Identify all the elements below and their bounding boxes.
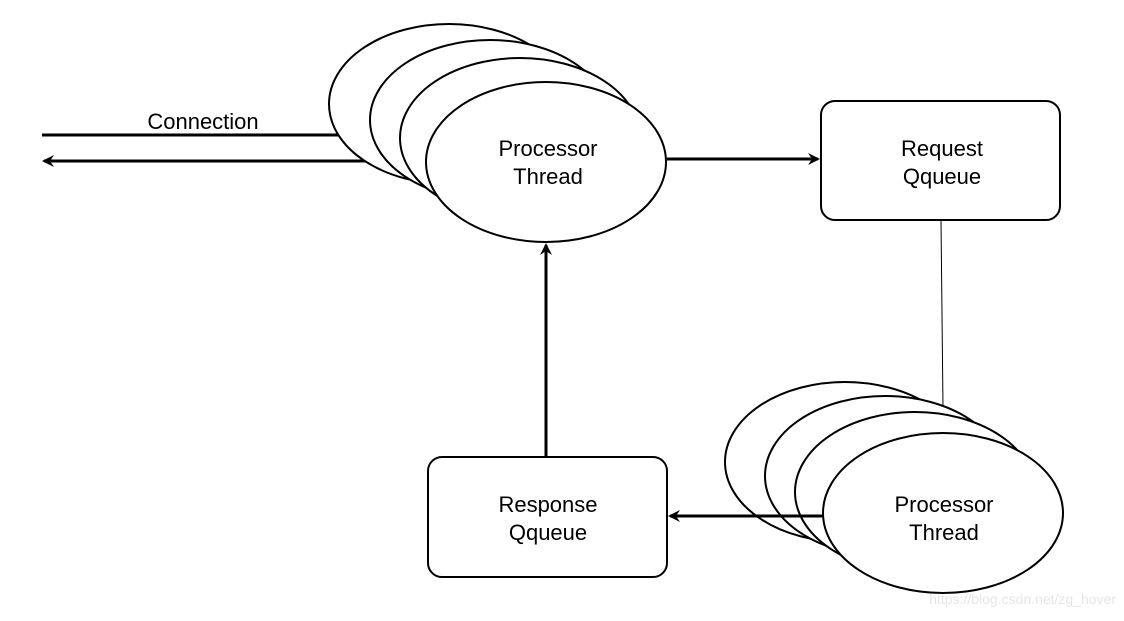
processor-thread-bottom[interactable]: Processor Thread bbox=[724, 381, 1064, 594]
request-queue[interactable]: Request Qqueue bbox=[820, 100, 1061, 221]
processor-thread-top[interactable]: Processor Thread bbox=[328, 23, 667, 243]
processor-bottom-ellipse-front bbox=[822, 432, 1064, 594]
response-queue-label-line1: Response bbox=[498, 492, 597, 517]
request-queue-label-line1: Request bbox=[901, 136, 983, 161]
processor-top-ellipse-front bbox=[425, 81, 667, 243]
watermark-text: https://blog.csdn.net/zg_hover bbox=[929, 591, 1116, 607]
response-queue-label-line2: Qqueue bbox=[509, 520, 587, 545]
processor-bottom-label-line1: Processor bbox=[894, 492, 993, 517]
processor-bottom-label-line2: Thread bbox=[909, 520, 979, 545]
processor-top-label-line1: Processor bbox=[498, 136, 597, 161]
request-queue-box bbox=[820, 100, 1061, 221]
response-queue[interactable]: Response Qqueue bbox=[427, 456, 668, 578]
response-queue-box bbox=[427, 456, 668, 578]
processor-top-label-line2: Thread bbox=[513, 164, 583, 189]
request-to-processor-connector bbox=[940, 219, 944, 409]
connection-label: Connection bbox=[147, 109, 258, 134]
request-queue-label-line2: Qqueue bbox=[903, 164, 981, 189]
